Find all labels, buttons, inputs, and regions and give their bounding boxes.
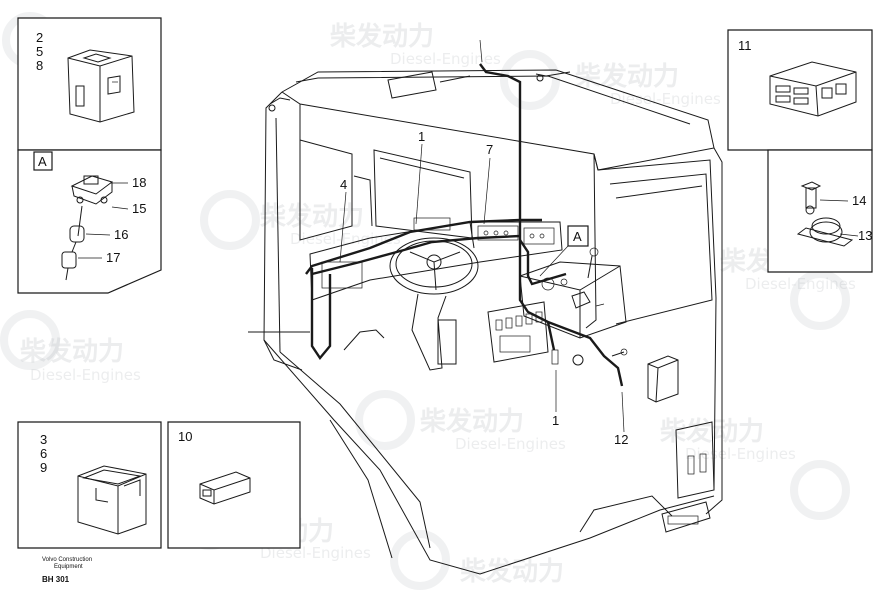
cab-drawing: [263, 69, 723, 575]
watermark-tile: 柴发动力 Diesel-Engines: [0, 310, 141, 384]
inset-switch-13-14: 14 13: [767, 149, 873, 273]
connector-assembly-drawing: [61, 175, 114, 281]
callout-14: 14: [852, 193, 866, 208]
watermark-tile: 柴发动力 Diesel-Engines: [500, 50, 721, 110]
watermark-subtitle: Diesel-Engines: [745, 275, 856, 293]
main-callouts: 1 7 4 A 1 12: [339, 39, 628, 447]
callout-1-top: 1: [418, 129, 425, 144]
callout-15: 15: [132, 201, 146, 216]
inset-frame: [167, 421, 301, 549]
inset-label-3: 3: [40, 432, 47, 447]
watermark-tile: 柴发动力 Diesel-Engines: [355, 390, 566, 453]
inset-frame: [17, 149, 162, 294]
watermark-brand: 柴发动力: [419, 406, 524, 437]
callout-17: 17: [106, 250, 120, 265]
detail-tag-a: A: [38, 154, 47, 169]
inset-frame: [767, 149, 873, 273]
inset-label-8: 8: [36, 58, 43, 73]
watermark-subtitle: Diesel-Engines: [610, 90, 721, 108]
callout-18: 18: [132, 175, 146, 190]
inset-label-5: 5: [36, 44, 43, 59]
detail-tag-box: [33, 151, 53, 171]
watermark-subtitle: Diesel-Engines: [30, 366, 141, 384]
inset-frame: [17, 421, 162, 549]
watermark-tile: 柴发动力: [390, 530, 564, 590]
callout-4: 4: [340, 177, 347, 192]
inset-relay-258: 2 5 8: [17, 17, 162, 151]
fuse-block-drawing: [769, 61, 857, 117]
inset-fusebox-11: 11: [727, 29, 873, 151]
watermark-subtitle: Diesel-Engines: [390, 50, 501, 68]
wiring-harness: [248, 63, 628, 387]
callout-7: 7: [486, 142, 493, 157]
relay-block-drawing: [77, 465, 147, 535]
watermark-tile: 柴发动力 Diesel-Engines: [200, 190, 401, 250]
inset-fuse-10: 10: [167, 421, 301, 549]
relay-switch-drawing: [67, 49, 135, 123]
inset-label-9: 9: [40, 460, 47, 475]
detail-a-marker: A: [573, 229, 582, 244]
detail-a-marker-box: [567, 225, 589, 247]
inset-label-6: 6: [40, 446, 47, 461]
rocker-switch-drawing: [796, 181, 854, 247]
inset-relay-369: 3 6 9: [17, 421, 162, 549]
watermark-brand: 柴发动力: [459, 556, 564, 587]
watermark-brand: 柴发动力: [259, 201, 364, 232]
inset-detail-a: A 18 15 16 17: [17, 149, 162, 294]
callout-13: 13: [858, 228, 872, 243]
inset-label-2: 2: [36, 30, 43, 45]
callout-1-bottom: 1: [552, 413, 559, 428]
callout-12: 12: [614, 432, 628, 447]
watermark-brand: 柴发动力: [329, 21, 434, 52]
watermark-brand: 柴发动力: [659, 416, 764, 447]
watermark-subtitle: Diesel-Engines: [455, 435, 566, 453]
footer-caption: Volvo Construction Equipment BH 301: [42, 557, 92, 584]
watermark-tile: 柴发动力 Diesel-Engines: [659, 416, 850, 520]
callout-16: 16: [114, 227, 128, 242]
fuse-drawing: [199, 471, 251, 505]
inset-label-11: 11: [738, 38, 752, 53]
watermark-brand: 柴发动力: [19, 336, 124, 367]
watermark-subtitle: Diesel-Engines: [290, 230, 401, 248]
footer-code: BH 301: [42, 575, 70, 584]
watermark-brand: 柴发动力: [574, 61, 679, 92]
footer-equipment: Equipment: [54, 564, 83, 570]
inset-label-10: 10: [178, 429, 192, 444]
footer-company: Volvo Construction: [42, 557, 92, 563]
